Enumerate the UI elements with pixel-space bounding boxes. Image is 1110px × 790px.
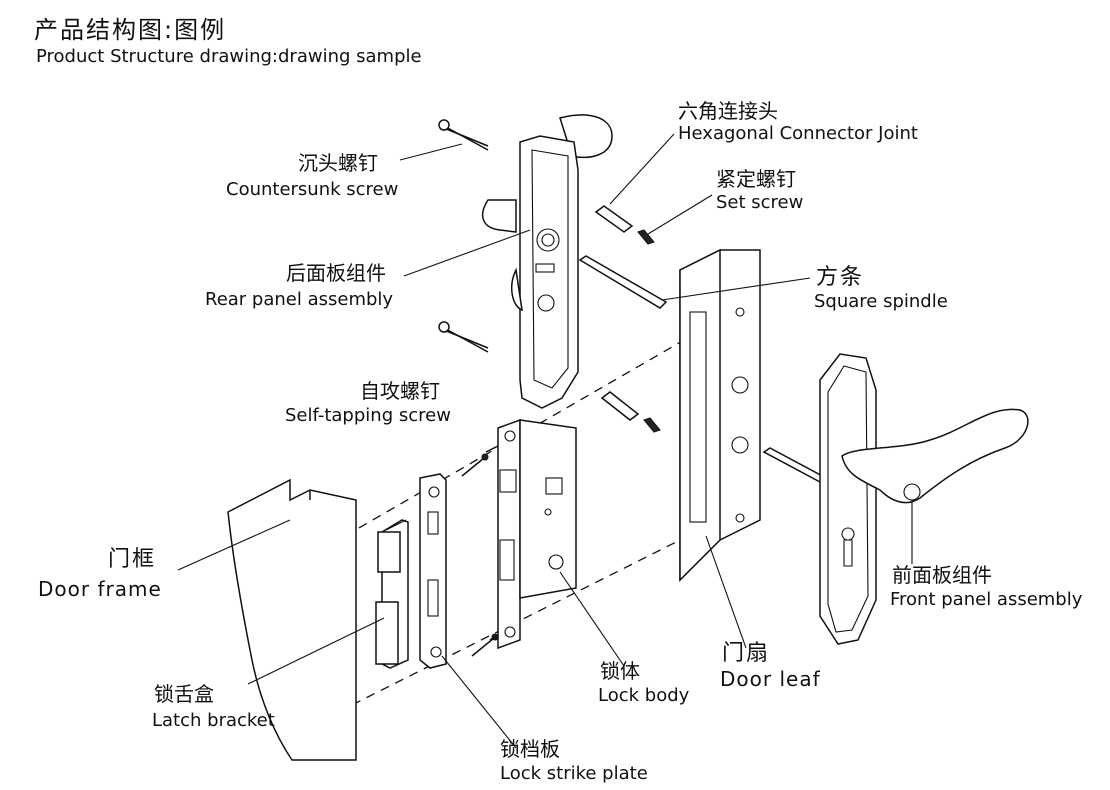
door-leaf-label-cn: 门扇 [722,641,771,666]
latch-bracket-label-en: Latch bracket [152,710,275,731]
front-panel-label-cn: 前面板组件 [892,563,992,587]
diagram-title-en: Product Structure drawing:drawing sample [36,46,422,67]
square-spindle-label-cn: 方条 [816,265,865,290]
leader-lines [177,133,913,749]
hex-connectors [594,205,661,433]
hex-joint-label-en: Hexagonal Connector Joint [678,123,918,144]
rear-panel-label-en: Rear panel assembly [205,289,394,310]
front-panel-assembly [819,353,1029,645]
latch-bracket [375,519,409,669]
rear-panel-assembly [481,114,613,409]
countersunk-screws [438,119,489,353]
lock-body-label-cn: 锁体 [600,659,640,683]
diagram-title-cn: 产品结构图:图例 [34,16,227,44]
square-spindle-label-en: Square spindle [814,291,948,312]
front-panel-label-en: Front panel assembly [890,589,1083,610]
door-frame [227,478,357,761]
countersunk-screw-label-en: Countersunk screw [226,179,399,200]
self-tapping-label-en: Self-tapping screw [285,405,451,426]
set-screw-label-cn: 紧定螺钉 [716,167,796,191]
rear-panel-label-cn: 后面板组件 [286,261,386,285]
door-leaf [679,248,761,582]
lock-body-label-en: Lock body [598,685,690,706]
hex-joint-label-cn: 六角连接头 [678,99,778,123]
door-frame-label-cn: 门框 [108,547,157,572]
door-frame-label-en: Door frame [38,577,162,601]
self-tapping-label-cn: 自攻螺钉 [360,379,440,403]
countersunk-screw-label-cn: 沉头螺钉 [298,151,378,175]
door-leaf-label-en: Door leaf [720,667,821,691]
strike-plate-label-cn: 锁档板 [500,737,560,761]
lock-body-part [497,418,577,650]
set-screw-label-en: Set screw [716,192,804,213]
latch-bracket-label-cn: 锁舌盒 [154,682,214,706]
lock-strike-plate [419,473,447,669]
strike-plate-label-en: Lock strike plate [500,763,648,784]
